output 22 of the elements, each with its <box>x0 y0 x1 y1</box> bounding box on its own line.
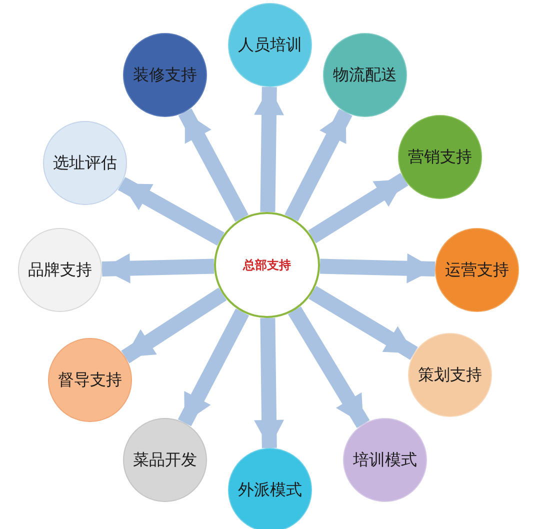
service-circle: 选址评估 <box>43 121 127 205</box>
arrow <box>118 176 224 246</box>
service-circle: 物流配送 <box>323 33 407 117</box>
service-circle: 人员培训 <box>228 3 312 87</box>
service-circle: 营销支持 <box>398 115 482 199</box>
arrow <box>308 172 408 244</box>
arrow <box>320 253 436 284</box>
arrow <box>308 286 418 360</box>
service-circle: 装修支持 <box>123 33 207 117</box>
arrow <box>102 253 214 284</box>
arrow <box>178 308 250 426</box>
service-circle: 策划支持 <box>408 333 492 417</box>
service-circle: 运营支持 <box>435 228 519 312</box>
service-circle: 督导支持 <box>48 338 132 422</box>
arrow <box>178 108 248 222</box>
arrow <box>288 306 370 428</box>
service-circle: 外派模式 <box>228 448 312 529</box>
arrow <box>121 288 227 364</box>
service-circle: 培训模式 <box>343 418 427 502</box>
hub-circle: 总部支持 <box>214 212 320 318</box>
service-circle: 品牌支持 <box>18 228 102 312</box>
service-circle: 菜品开发 <box>123 418 207 502</box>
